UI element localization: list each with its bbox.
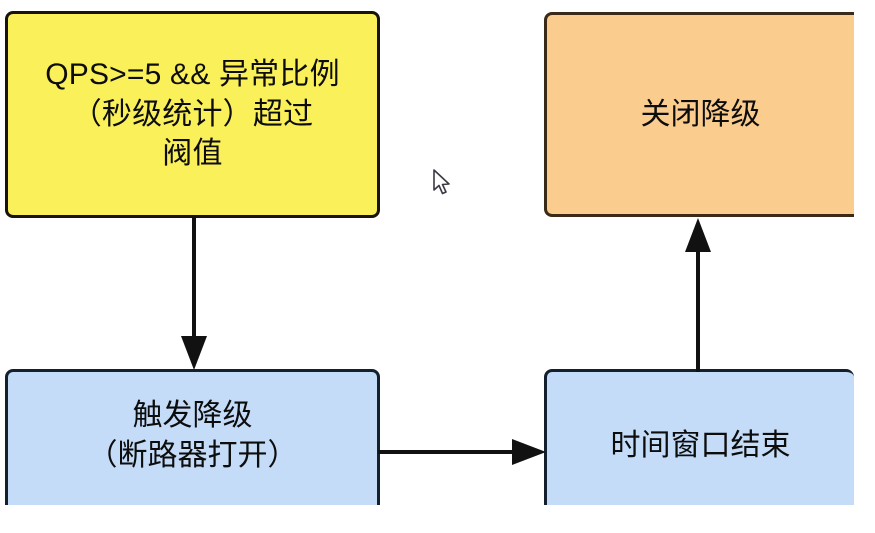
mouse-cursor-icon — [433, 169, 453, 197]
edge-trigger-to-window — [378, 436, 550, 470]
node-trigger-degrade[interactable]: 触发降级 （断路器打开） — [5, 369, 380, 505]
edge-condition-to-trigger — [176, 216, 216, 372]
edge-window-to-action — [680, 216, 720, 372]
node-time-window-end-label: 时间窗口结束 — [610, 429, 791, 462]
node-close-degrade[interactable]: 关闭降级 — [544, 12, 854, 217]
node-condition-label: QPS>=5 && 异常比例（秒级统计）超过 阀值 — [45, 58, 340, 171]
node-trigger-degrade-label: 触发降级 （断路器打开） — [87, 399, 298, 472]
node-close-degrade-label: 关闭降级 — [640, 97, 761, 131]
node-condition[interactable]: QPS>=5 && 异常比例（秒级统计）超过 阀值 — [5, 11, 380, 218]
node-time-window-end[interactable]: 时间窗口结束 — [544, 369, 854, 505]
